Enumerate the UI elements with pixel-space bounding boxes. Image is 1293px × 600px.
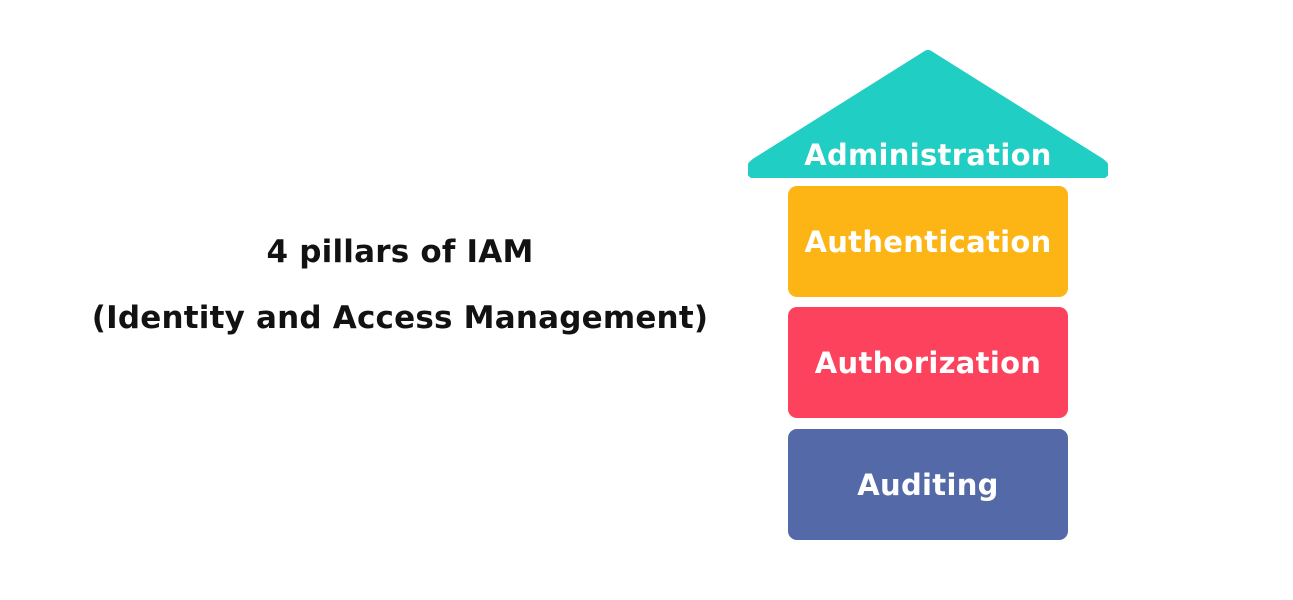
pillar-auditing[interactable]: Auditing (788, 429, 1068, 540)
page-title-line-1: 4 pillars of IAM (266, 234, 534, 270)
title-block: 4 pillars of IAM (Identity and Access Ma… (0, 232, 800, 338)
pillar-label-auditing: Auditing (857, 467, 999, 502)
four-pillars-house-diagram: Administration Authentication Authorizat… (748, 50, 1108, 545)
roof-administration[interactable]: Administration (748, 50, 1108, 178)
page-title-line-2: (Identity and Access Management) (91, 300, 709, 336)
pillar-authorization[interactable]: Authorization (788, 307, 1068, 418)
pillar-label-authentication: Authentication (804, 224, 1052, 259)
roof-triangle-icon (748, 50, 1108, 178)
pillar-label-authorization: Authorization (814, 345, 1042, 380)
pillar-authentication[interactable]: Authentication (788, 186, 1068, 297)
